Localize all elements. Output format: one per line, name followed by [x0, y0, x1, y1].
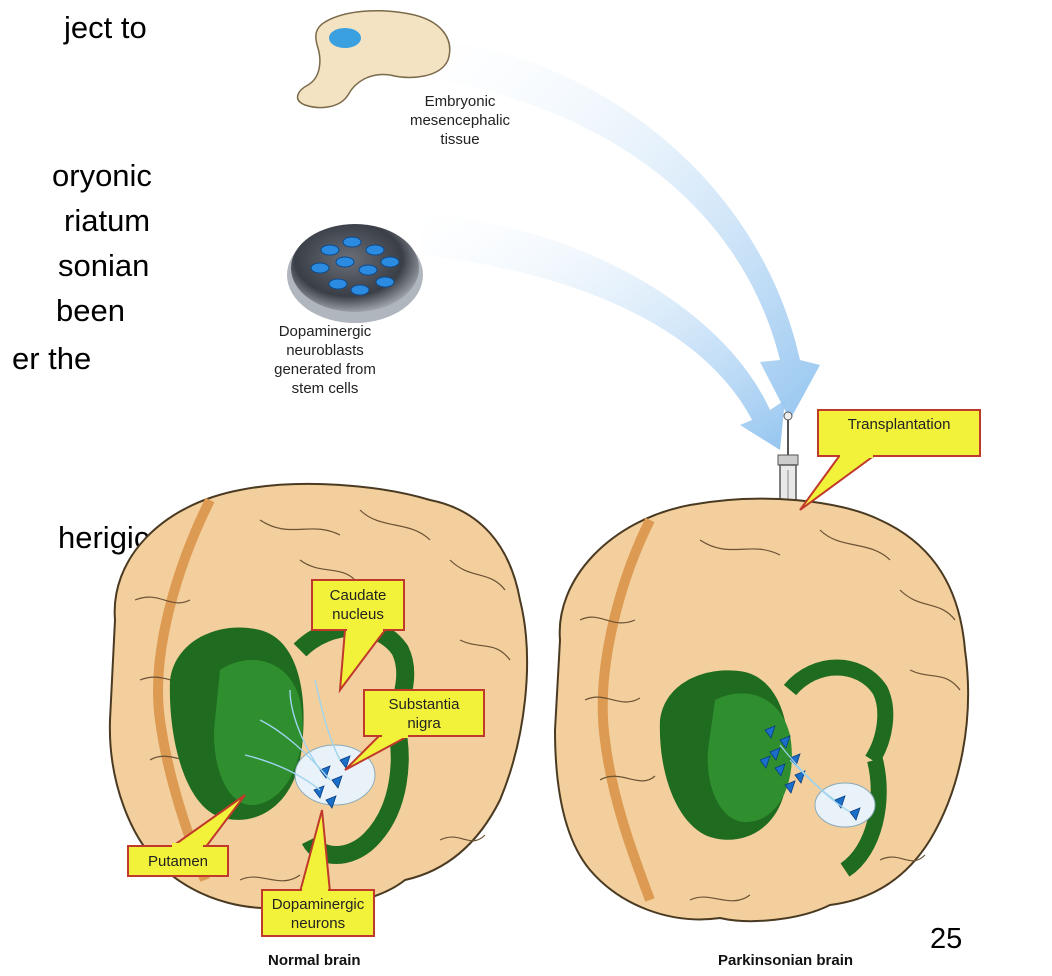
dopaminergic-neuroblasts-label: Dopaminergic neuroblasts generated from …	[265, 322, 385, 398]
callout-dopaminergic-line-1: Dopaminergic	[272, 896, 365, 913]
callout-dopaminergic-line-2: neurons	[291, 915, 345, 932]
callout-putamen-label: Putamen	[148, 853, 208, 870]
parkinsonian-brain-caption: Parkinsonian brain	[718, 952, 853, 969]
page-number: 25	[930, 925, 962, 954]
callout-transplantation-label: Transplantation	[848, 416, 951, 433]
callout-substantia-line-1: Substantia	[389, 696, 461, 713]
callout-transplantation: Transplantation	[800, 410, 980, 510]
parkinsonian-brain	[555, 499, 968, 921]
callout-substantia-line-2: nigra	[407, 715, 441, 732]
petri-dish-icon	[287, 224, 423, 323]
embryonic-tissue-label: Embryonic mesencephalic tissue	[395, 92, 525, 149]
arrow-from-stem-cells	[420, 215, 785, 450]
callout-caudate-line-2: nucleus	[332, 606, 384, 623]
callout-caudate-line-1: Caudate	[330, 587, 387, 604]
normal-brain-caption: Normal brain	[268, 952, 361, 969]
